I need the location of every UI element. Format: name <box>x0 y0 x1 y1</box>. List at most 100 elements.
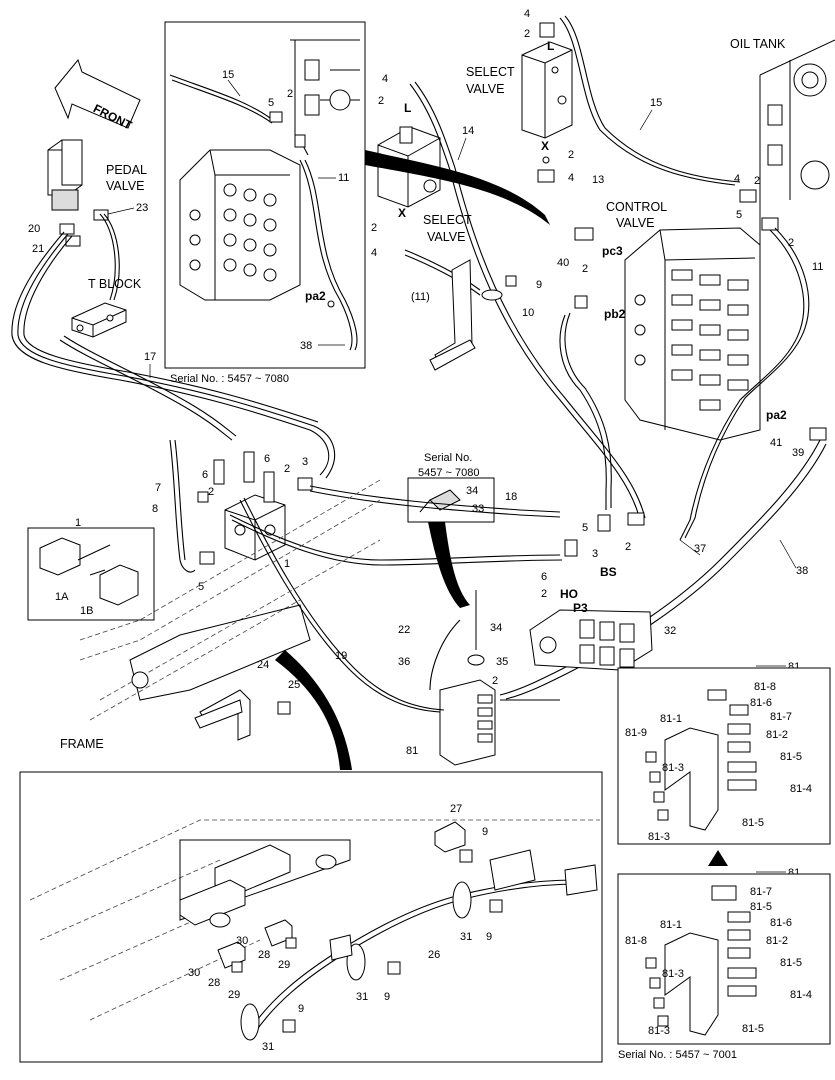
serial-inset-top: Serial No. : 5457 ~ 7080 <box>170 373 289 385</box>
callout-38-main: 38 <box>796 565 808 577</box>
callout-3-mid: 3 <box>302 456 308 468</box>
callout-8: 8 <box>152 503 158 515</box>
oil-tank: OIL TANK 4 2 5 2 11 <box>679 37 835 541</box>
callout-26: 26 <box>428 949 440 961</box>
select-valve-middle-title-2: VALVE <box>427 230 465 244</box>
inset-a-label-3: 81-7 <box>770 711 792 723</box>
callout-39: 39 <box>792 447 804 459</box>
port-L-middle: L <box>404 101 411 115</box>
select-valve-upper-title-1: SELECT <box>466 65 515 79</box>
front-arrow: FRONT <box>54 58 141 133</box>
callout-38-inset: 38 <box>300 340 312 352</box>
callout-11-mid: (11) <box>411 291 430 303</box>
callout-34-main: 34 <box>490 622 502 634</box>
callout-18: 18 <box>505 491 517 503</box>
callout-13: 13 <box>592 174 604 186</box>
callout-25: 25 <box>288 679 300 691</box>
callout-2-manifold: 2 <box>492 675 498 687</box>
callout-30-b: 30 <box>188 967 200 979</box>
callout-2-tank: 2 <box>754 175 760 187</box>
callout-31-a: 31 <box>460 931 472 943</box>
callout-9-detail-d: 9 <box>298 1003 304 1015</box>
callout-23: 23 <box>136 202 148 214</box>
control-valve-main: CONTROL VALVE pc3 pb2 pa2 40 2 41 39 <box>557 200 827 459</box>
callout-5-mid: 5 <box>198 581 204 593</box>
bottom-detail-box: 27 9 31 9 26 9 31 9 31 30 28 29 30 28 29 <box>19 771 603 1063</box>
control-valve-title-1: CONTROL <box>606 200 667 214</box>
solenoid-valve-assembly: 7 8 6 2 6 2 3 5 1 18 <box>152 439 561 593</box>
port-pb2: pb2 <box>604 307 626 321</box>
callout-5-tank: 5 <box>736 209 742 221</box>
inset-pointer-triangle <box>708 850 728 866</box>
select-valve-middle: L X SELECT VALVE 4 2 14 2 4 (11) <box>371 73 646 521</box>
callout-11-tank: 11 <box>812 261 823 273</box>
callout-36: 36 <box>398 656 410 668</box>
inset1-1B: 1B <box>80 605 93 617</box>
inset-b-label-2: 81-5 <box>750 901 772 913</box>
port-BS: BS <box>600 565 617 579</box>
detail-indicator-arc <box>365 150 550 225</box>
inset-b-label-8: 81-5 <box>780 957 802 969</box>
port-pa2-inset: pa2 <box>305 289 326 303</box>
inset-a-label-2: 81-6 <box>750 697 772 709</box>
serial-inset-bottom: Serial No. : 5457 ~ 7001 <box>618 1049 737 1061</box>
callout-33: 33 <box>472 503 484 515</box>
inset-a-label-8: 81-5 <box>780 751 802 763</box>
callout-34-box: 34 <box>466 485 478 497</box>
callout-29-b: 29 <box>228 989 240 1001</box>
inset-b-label-4: 81-1 <box>660 919 682 931</box>
oil-tank-title: OIL TANK <box>730 37 786 51</box>
inset-a-label-5: 81-2 <box>766 729 788 741</box>
inset-valve-1: 1 1A 1B <box>27 517 155 621</box>
callout-28-b: 28 <box>208 977 220 989</box>
callout-17: 17 <box>144 351 156 363</box>
callout-9-bracket: 9 <box>536 279 542 291</box>
inset-a-label-10: 81-5 <box>742 817 764 829</box>
callout-9-detail-a: 9 <box>482 826 488 838</box>
inset-b-label-6: 81-8 <box>625 935 647 947</box>
inset-a-label-6: 81-9 <box>625 727 647 739</box>
inset-a-label-7: 81-3 <box>662 762 684 774</box>
callout-30-a: 30 <box>236 935 248 947</box>
inset-b-label-9: 81-4 <box>790 989 812 1001</box>
callout-2-mid-a: 2 <box>208 486 214 498</box>
callout-35: 35 <box>496 656 508 668</box>
inset-a-label-4: 81-1 <box>660 713 682 725</box>
inset-b-label-11: 81-3 <box>648 1025 670 1037</box>
callout-2-upper-bottom: 2 <box>568 149 574 161</box>
callout-2-tank-b: 2 <box>788 237 794 249</box>
inset-manifold-81-a: 81 81-8 81-6 81-7 81-1 81-2 81-9 81-3 81… <box>617 661 831 845</box>
callout-24: 24 <box>257 659 269 671</box>
callout-3-valve32: 3 <box>592 548 598 560</box>
callout-2-pc3: 2 <box>582 263 588 275</box>
inset-manifold-81-b: 81 81-7 81-5 81-6 81-1 81-2 81-8 81-3 81… <box>617 867 831 1061</box>
callout-41: 41 <box>770 437 782 449</box>
detail-indicator-frame <box>275 650 352 770</box>
callout-10: 10 <box>522 307 534 319</box>
callout-9-detail-b: 9 <box>486 931 492 943</box>
callout-2-valve32-b: 2 <box>541 588 547 600</box>
callout-4-tank: 4 <box>734 173 740 185</box>
callout-81-main: 81 <box>406 745 418 757</box>
callout-37: 37 <box>694 543 706 555</box>
inset-b-label-3: 81-6 <box>770 917 792 929</box>
manifold-81: 81 34 35 2 36 19 22 <box>229 497 563 766</box>
callout-4-upper-bottom: 4 <box>568 172 574 184</box>
serial-box-line-1: Serial No. <box>424 452 472 464</box>
select-valve-middle-title-1: SELECT <box>423 213 472 227</box>
callout-19: 19 <box>335 650 347 662</box>
callout-5-valve32: 5 <box>582 522 588 534</box>
callout-11-inset: 11 <box>338 172 349 184</box>
serial-box-line-2: 5457 ~ 7080 <box>418 467 479 479</box>
callout-9-detail-c: 9 <box>384 991 390 1003</box>
callout-2-inset: 2 <box>287 88 293 100</box>
inset-b-label-7: 81-3 <box>662 968 684 980</box>
callout-2-mid-b: 2 <box>284 463 290 475</box>
callout-32: 32 <box>664 625 676 637</box>
select-valve-upper: SELECT VALVE L X 4 2 2 4 13 15 <box>466 8 741 186</box>
inset-control-valve-early: 15 5 2 11 pa2 38 Serial No. : 5457 ~ 708… <box>164 21 366 385</box>
port-X-middle: X <box>398 206 406 220</box>
inset1-header: 1 <box>75 517 81 529</box>
frame-area: 24 25 FRAME <box>60 479 381 751</box>
callout-2-mid-bottom: 2 <box>371 222 377 234</box>
